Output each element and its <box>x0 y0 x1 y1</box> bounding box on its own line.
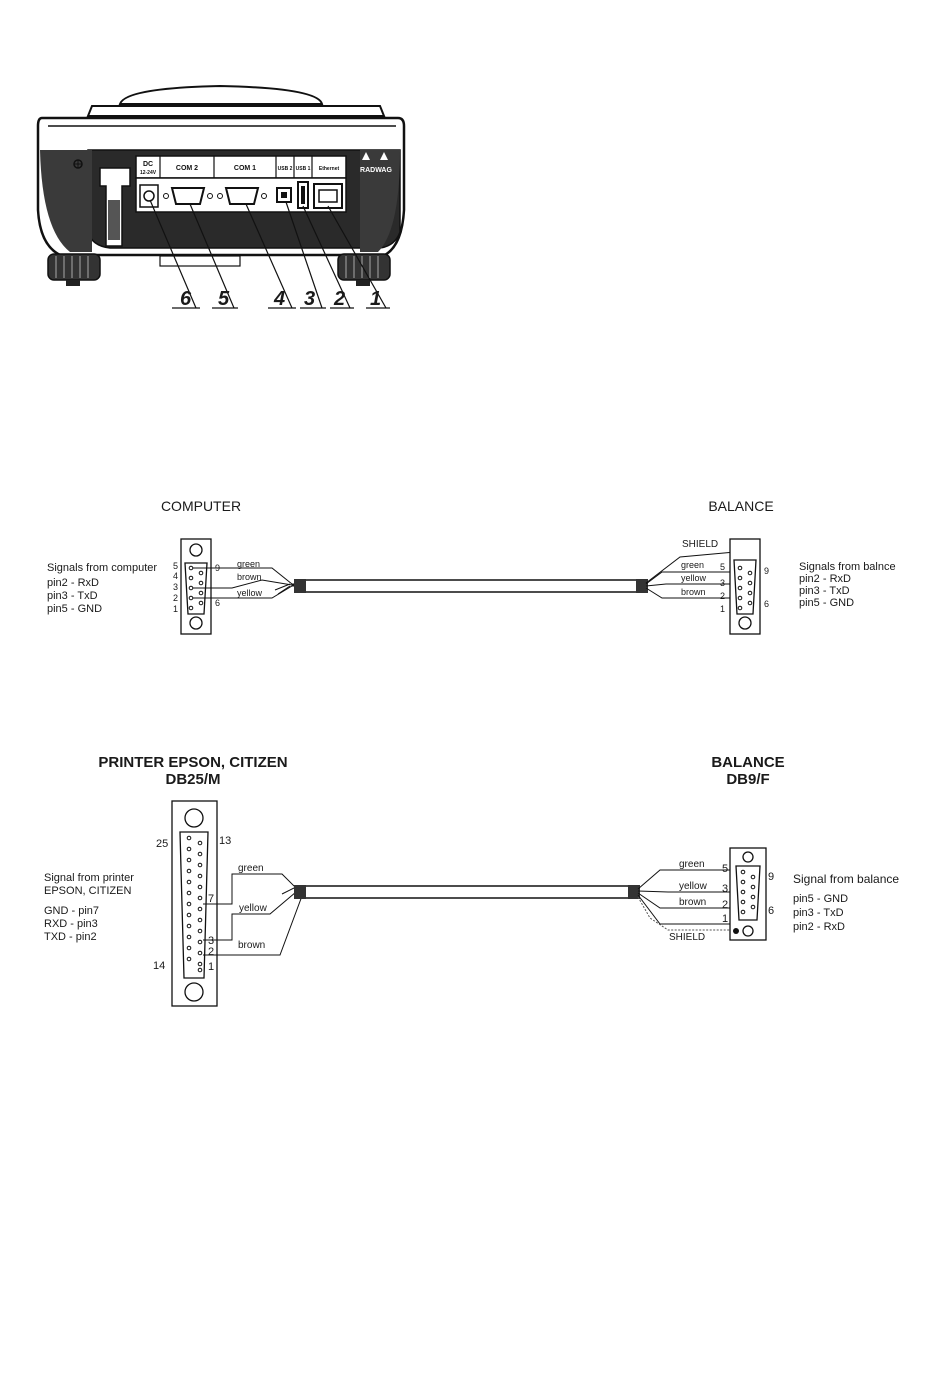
wire-label-brown: brown <box>681 587 706 597</box>
com2-socket <box>170 187 206 205</box>
port-label-ethernet: Ethernet <box>319 166 340 172</box>
pin-number: 6 <box>215 598 220 608</box>
balance-signal: pin5 - GND <box>793 893 848 905</box>
printer-balance-cable-diagram: PRINTER EPSON, CITIZEN DB25/M BALANCE DB… <box>44 754 899 1007</box>
callout-4: 4 <box>273 288 285 310</box>
computer-signal: pin5 - GND <box>47 603 102 615</box>
pin-number: 3 <box>208 935 214 947</box>
port-label-dc-voltage: 12-24V <box>140 170 157 176</box>
cable <box>294 885 640 899</box>
port-label-com2: COM 2 <box>176 165 198 172</box>
balance-signal: pin3 - TxD <box>799 585 850 597</box>
computer-title: COMPUTER <box>161 498 241 514</box>
balance-signals-title: Signals from balnce <box>799 561 896 573</box>
port-label-com1: COM 1 <box>234 165 256 172</box>
wire-label-brown: brown <box>237 572 262 582</box>
pin-number: 6 <box>764 599 769 609</box>
printer-connector-type: DB25/M <box>165 771 220 788</box>
left-foot <box>47 253 101 286</box>
pin-number: 1 <box>722 913 728 925</box>
computer-balance-cable-diagram: COMPUTER BALANCE 5 4 3 2 1 9 6 Signals f… <box>47 498 896 635</box>
computer-signal: pin3 - TxD <box>47 590 98 602</box>
printer-signal: RXD - pin3 <box>44 918 98 930</box>
balance-signal: pin2 - RxD <box>793 921 845 933</box>
computer-signals-title: Signals from computer <box>47 562 157 574</box>
pin-number: 3 <box>722 883 728 895</box>
balance-db9-connector <box>729 847 767 941</box>
brand-logo: RADWAG <box>360 167 392 174</box>
shield-label: SHIELD <box>682 539 718 550</box>
right-foot <box>337 253 391 286</box>
pin-number: 9 <box>768 871 774 883</box>
wire-label-yellow: yellow <box>681 573 707 583</box>
wire-label-green: green <box>679 859 705 870</box>
port-label-usb1: USB 1 <box>296 166 311 172</box>
pin-number: 4 <box>173 571 178 581</box>
balance-db9-connector <box>729 538 761 635</box>
pin-number: 1 <box>720 604 725 614</box>
pin-number: 5 <box>173 561 178 571</box>
pin-number: 3 <box>720 578 725 588</box>
pin-number: 5 <box>720 562 725 572</box>
wire-label-yellow: yellow <box>679 881 708 892</box>
printer-signal: GND - pin7 <box>44 905 99 917</box>
wire-label-yellow: yellow <box>237 588 263 598</box>
shield-label: SHIELD <box>669 932 705 943</box>
callout-2: 2 <box>333 288 345 310</box>
pin-number: 7 <box>208 893 214 905</box>
pin-number: 2 <box>720 591 725 601</box>
port-label-dc: DC <box>143 161 153 168</box>
pin-number: 14 <box>153 960 165 972</box>
pin-number: 6 <box>768 905 774 917</box>
pin-number: 2 <box>722 899 728 911</box>
com1-socket <box>224 187 260 205</box>
balance-signal: pin3 - TxD <box>793 907 844 919</box>
computer-db9-connector <box>180 538 212 635</box>
callout-1: 1 <box>370 288 381 310</box>
balance-signals-title: Signal from balance <box>793 872 899 886</box>
pin-number: 3 <box>173 582 178 592</box>
balance-rear-panel: DC 12-24V COM 2 COM 1 USB 2 USB 1 Ethern… <box>36 84 406 310</box>
callout-6: 6 <box>180 288 192 310</box>
ethernet-socket <box>313 183 343 209</box>
printer-signals-title-model: EPSON, CITIZEN <box>44 885 131 897</box>
wire-label-brown: brown <box>238 940 265 951</box>
balance-signal: pin2 - RxD <box>799 573 851 585</box>
printer-title: PRINTER EPSON, CITIZEN <box>98 754 287 771</box>
computer-signal: pin2 - RxD <box>47 577 99 589</box>
pin-number: 2 <box>173 593 178 603</box>
wire-label-green: green <box>238 863 264 874</box>
wire-label-brown: brown <box>679 897 706 908</box>
pin-number: 5 <box>722 863 728 875</box>
pin-number: 1 <box>173 604 178 614</box>
printer-signal: TXD - pin2 <box>44 931 97 943</box>
balance-title: BALANCE <box>708 498 773 514</box>
cable <box>294 579 648 593</box>
callout-5: 5 <box>218 288 230 310</box>
dc-power-socket <box>139 184 159 208</box>
pin-number: 25 <box>156 838 168 850</box>
port-label-usb2: USB 2 <box>278 166 293 172</box>
wire-label-yellow: yellow <box>239 903 268 914</box>
pin-number: 13 <box>219 835 231 847</box>
wire-label-green: green <box>237 559 260 569</box>
pin-number: 9 <box>764 566 769 576</box>
balance-title: BALANCE <box>711 754 784 771</box>
wire-label-green: green <box>681 560 704 570</box>
callout-3: 3 <box>304 288 315 310</box>
balance-signal: pin5 - GND <box>799 597 854 609</box>
pin-number: 2 <box>208 946 214 958</box>
printer-signals-title: Signal from printer <box>44 872 134 884</box>
balance-connector-type: DB9/F <box>726 771 769 788</box>
pin-number: 1 <box>208 961 214 973</box>
shield-terminal <box>733 928 739 934</box>
